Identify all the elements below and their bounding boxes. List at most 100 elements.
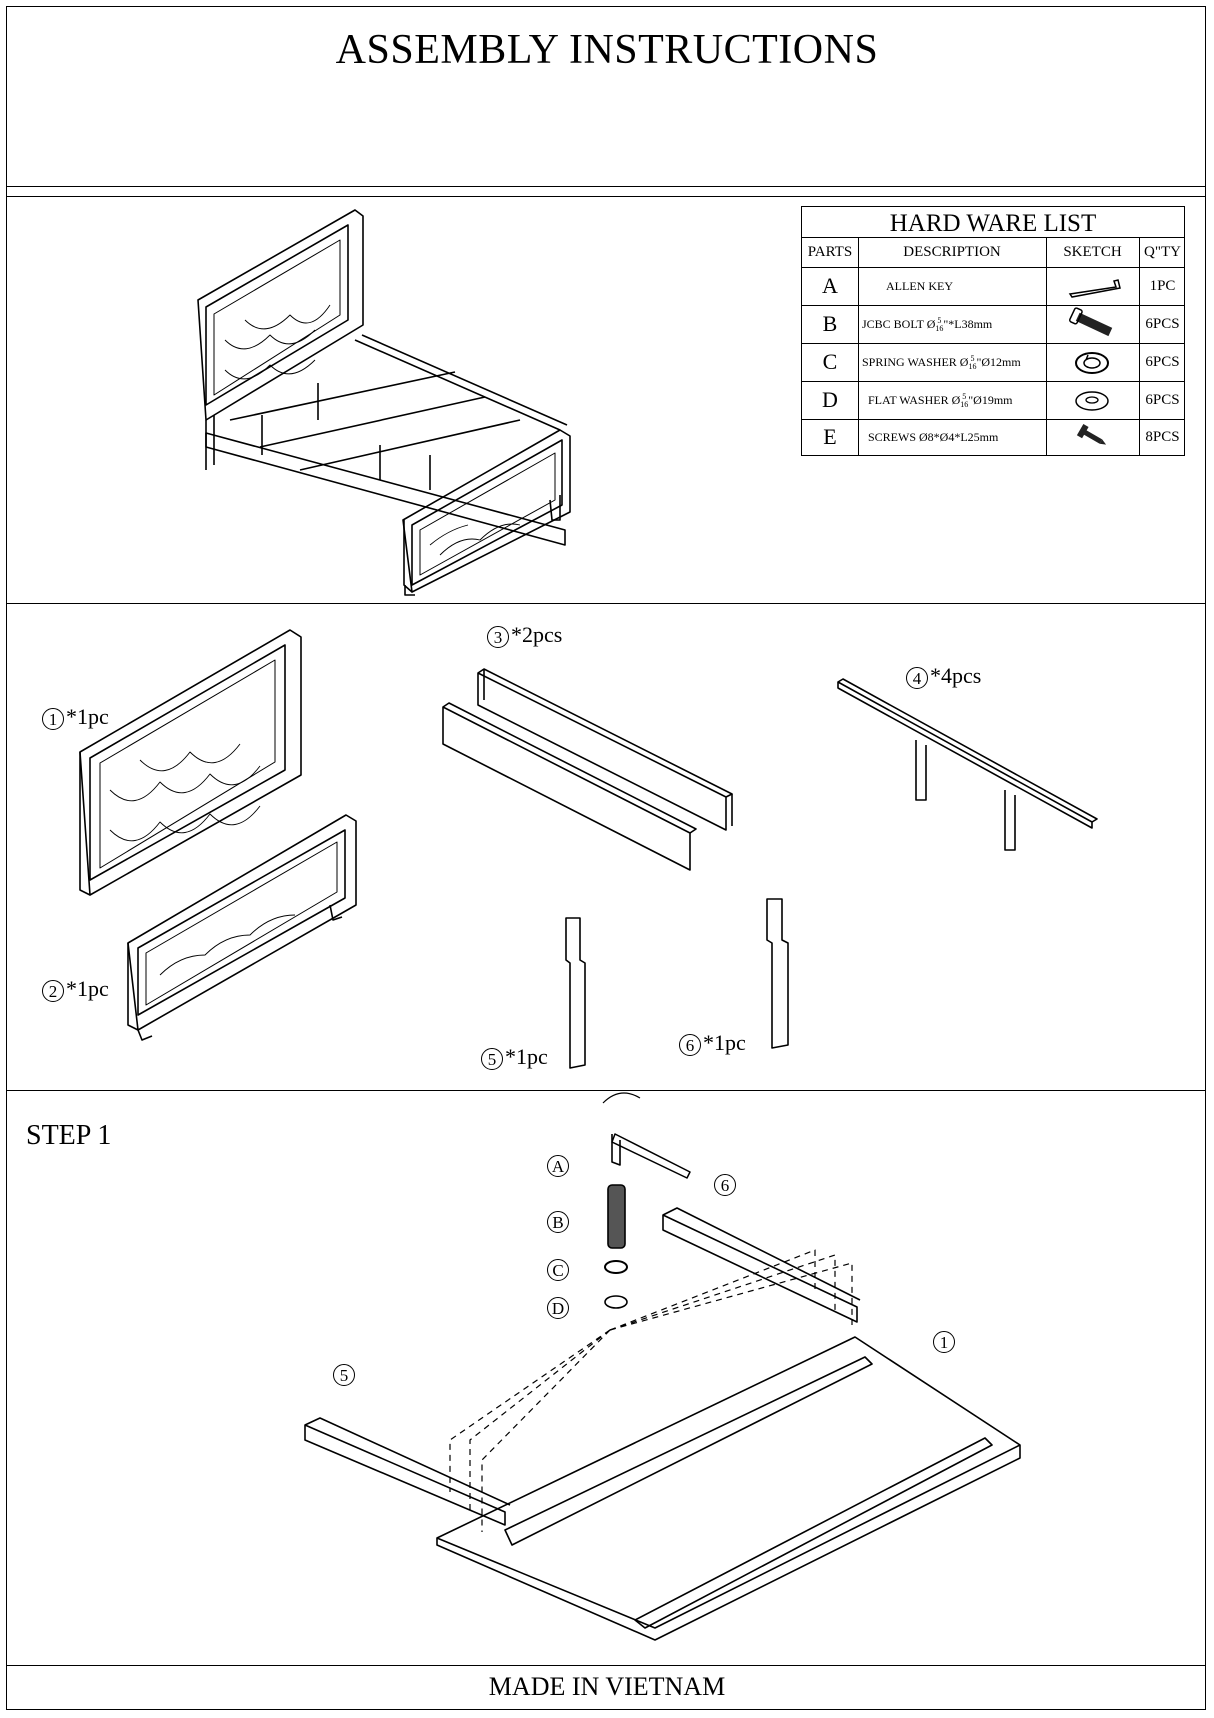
- hardware-row: E SCREWS Ø8*Ø4*L25mm 8PCS: [802, 418, 1184, 456]
- assembled-bed-illustration: [197, 209, 571, 596]
- part-letter: A: [822, 273, 838, 298]
- desc-text: "*L38mm: [943, 317, 993, 331]
- part-qty: *4pcs: [930, 663, 982, 688]
- part-number-badge: 6: [679, 1033, 701, 1056]
- desc-text: SPRING WASHER Ø: [862, 355, 969, 369]
- spring-washer-icon: [1046, 343, 1139, 381]
- side-rails-illustration: [442, 668, 733, 871]
- desc-text: "Ø19mm: [968, 393, 1013, 407]
- part-qty: *2pcs: [511, 622, 563, 647]
- page-title: ASSEMBLY INSTRUCTIONS: [335, 27, 879, 73]
- part-1-label: 1*1pc: [42, 704, 109, 730]
- callout-badge: 6: [714, 1173, 736, 1196]
- col-qty: Q"TY: [1144, 244, 1181, 260]
- part-4-label: 4*4pcs: [906, 663, 981, 689]
- flat-washer-icon: [1046, 381, 1139, 419]
- table-rule: [802, 267, 1184, 268]
- bolt-icon: [1046, 305, 1139, 343]
- callout-a: A: [547, 1151, 571, 1177]
- section-divider-2: [6, 1090, 1206, 1091]
- frac-num: 5: [937, 316, 942, 326]
- part-qty: 6PCS: [1145, 392, 1180, 408]
- callout-6: 6: [714, 1170, 738, 1196]
- made-in-footer: MADE IN VIETNAM: [488, 1672, 726, 1701]
- part-6-label: 6*1pc: [679, 1030, 746, 1056]
- allen-key-icon: [1046, 267, 1139, 305]
- center-posts-illustration: [565, 898, 789, 1069]
- part-description: ALLEN KEY: [886, 279, 953, 293]
- part-letter: D: [822, 387, 838, 412]
- table-col-rule: [1046, 237, 1047, 455]
- callout-1: 1: [933, 1327, 957, 1353]
- hardware-list-table: HARD WARE LIST PARTS DESCRIPTION SKETCH …: [801, 206, 1185, 456]
- headboard-illustration: [79, 629, 302, 896]
- part-qty: 6PCS: [1145, 316, 1180, 332]
- frac-den: 16: [935, 324, 944, 334]
- callout-badge: 5: [333, 1363, 355, 1386]
- part-number-badge: 4: [906, 666, 928, 689]
- part-qty: *1pc: [505, 1044, 548, 1069]
- desc-text: JCBC BOLT Ø: [862, 317, 936, 331]
- desc-text: FLAT WASHER Ø: [868, 393, 961, 407]
- part-5-label: 5*1pc: [481, 1044, 548, 1070]
- step1-illustration: [304, 1092, 1021, 1641]
- callout-c: C: [547, 1255, 571, 1281]
- desc-text: "Ø12mm: [976, 355, 1021, 369]
- footer-divider: [6, 1665, 1206, 1666]
- part-number-badge: 3: [487, 625, 509, 648]
- part-qty: *1pc: [66, 704, 109, 729]
- table-rule: [802, 419, 1184, 420]
- col-parts: PARTS: [807, 244, 853, 260]
- callout-badge: 1: [933, 1330, 955, 1353]
- header-divider-1: [6, 186, 1206, 187]
- col-description: DESCRIPTION: [903, 244, 1001, 260]
- callout-d: D: [547, 1293, 571, 1319]
- part-3-label: 3*2pcs: [487, 622, 562, 648]
- table-rule: [802, 343, 1184, 344]
- part-qty: *1pc: [66, 976, 109, 1001]
- callout-5: 5: [333, 1360, 357, 1386]
- part-letter: C: [822, 349, 838, 374]
- table-rule: [802, 381, 1184, 382]
- callout-badge: D: [547, 1296, 569, 1319]
- table-col-rule: [1139, 237, 1140, 455]
- part-qty: 8PCS: [1145, 429, 1180, 445]
- part-letter: E: [823, 424, 837, 449]
- table-rule: [802, 237, 1184, 238]
- alignment-dashes: [449, 1249, 853, 1532]
- part-2-label: 2*1pc: [42, 976, 109, 1002]
- part-number-badge: 1: [42, 707, 64, 730]
- callout-badge: A: [547, 1154, 569, 1177]
- part-number-badge: 5: [481, 1047, 503, 1070]
- footboard-illustration: [127, 814, 357, 1041]
- frac-num: 5: [962, 392, 967, 402]
- frac-den: 16: [960, 400, 969, 410]
- part-description: SCREWS Ø8*Ø4*L25mm: [868, 430, 999, 444]
- callout-b: B: [547, 1207, 571, 1233]
- page-frame: [6, 6, 1206, 1710]
- part-qty: *1pc: [703, 1030, 746, 1055]
- part-letter: B: [822, 311, 838, 336]
- header-divider-2: [6, 196, 1206, 197]
- part-qty: 1PC: [1149, 278, 1176, 294]
- screw-icon: [1046, 418, 1139, 456]
- step-1-title: STEP 1: [26, 1120, 112, 1151]
- section-divider-1: [6, 603, 1206, 604]
- frac-den: 16: [968, 362, 977, 372]
- table-col-rule: [858, 237, 859, 455]
- part-qty: 6PCS: [1145, 354, 1180, 370]
- hardware-row: A ALLEN KEY 1PC: [802, 267, 1184, 305]
- callout-badge: B: [547, 1210, 569, 1233]
- col-sketch: SKETCH: [1063, 244, 1122, 260]
- frac-num: 5: [970, 354, 975, 364]
